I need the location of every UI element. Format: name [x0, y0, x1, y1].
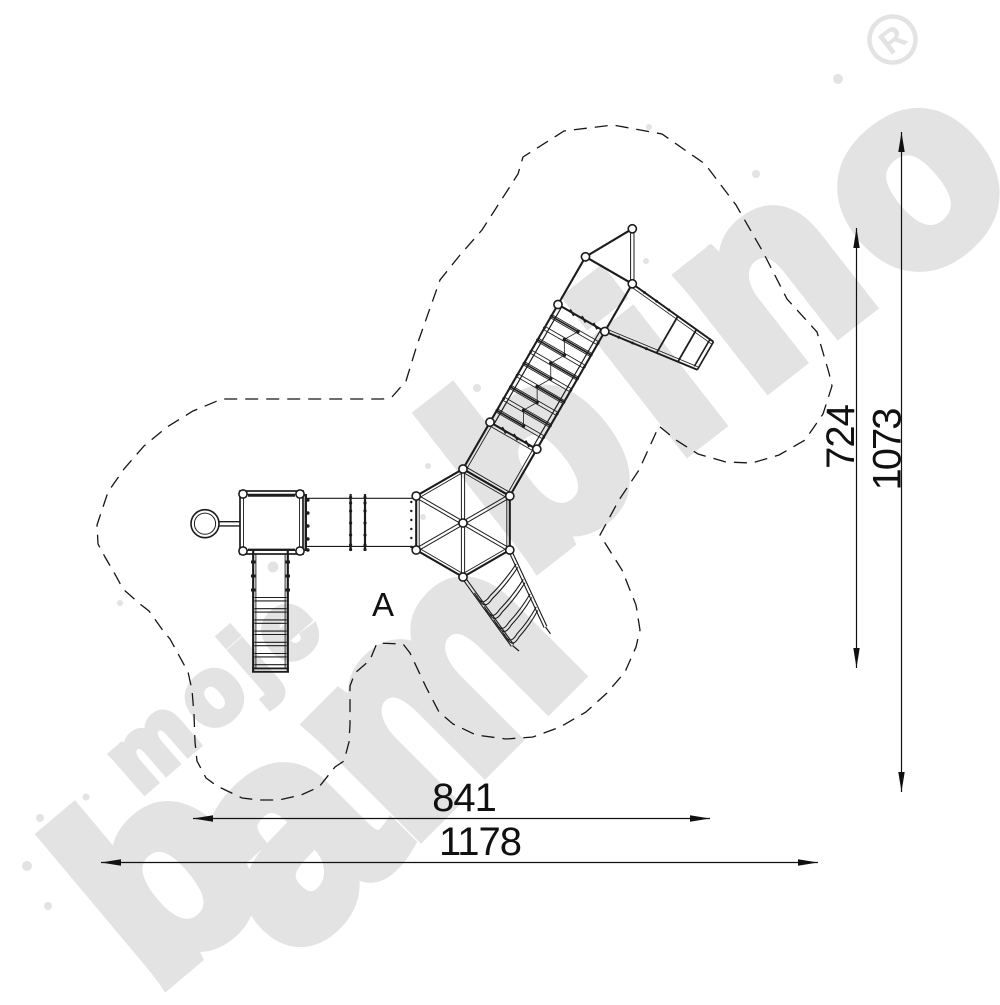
svg-text:724: 724	[819, 404, 863, 468]
svg-text:1073: 1073	[866, 409, 910, 491]
svg-text:1178: 1178	[439, 820, 521, 864]
svg-text:841: 841	[432, 776, 496, 820]
svg-text:A: A	[372, 586, 394, 623]
